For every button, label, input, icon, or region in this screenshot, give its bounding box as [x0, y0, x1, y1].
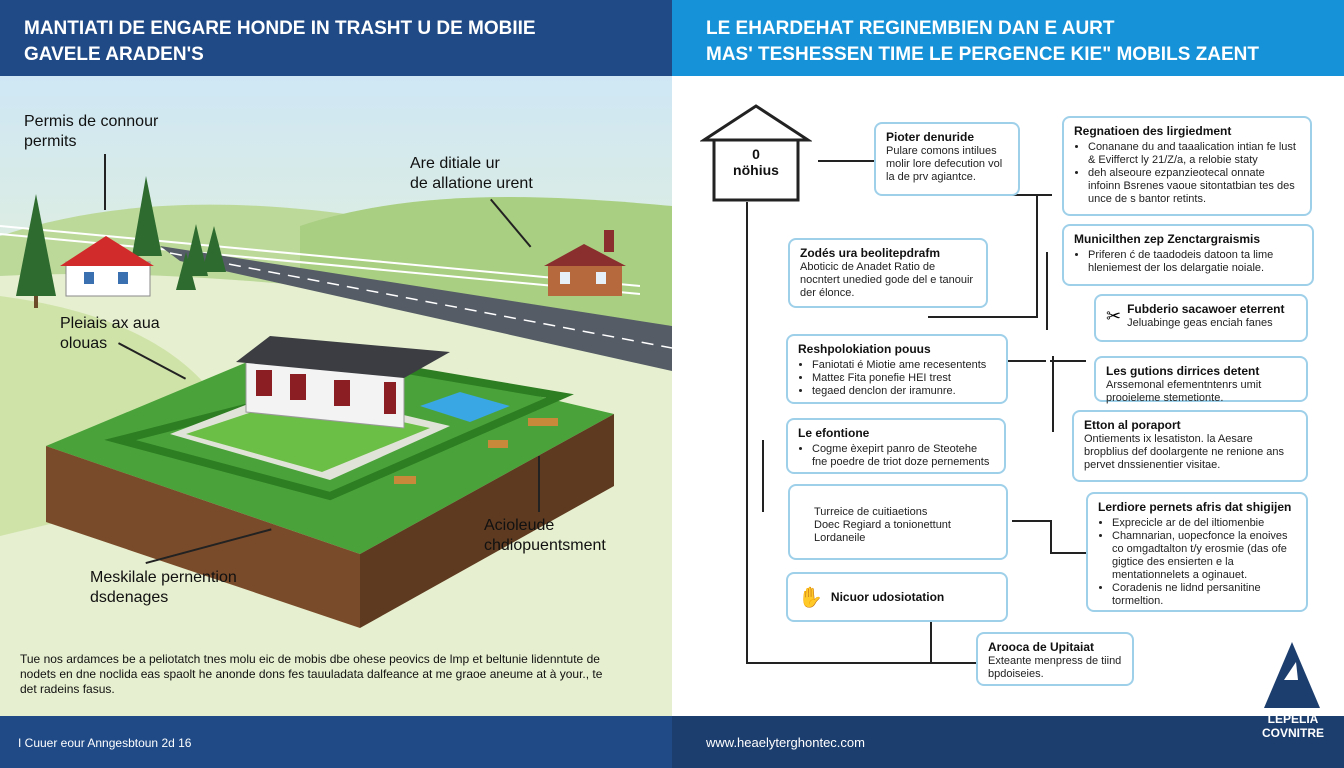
- box-nicuor: ✋ Nicuor udosiotation: [786, 572, 1008, 622]
- handshake-icon: ✋: [798, 586, 823, 609]
- connector-c: [928, 316, 1038, 318]
- header-left: [0, 0, 672, 76]
- connector-d: [1046, 252, 1048, 330]
- arrow-permits: [104, 154, 106, 210]
- left-illustration-panel: Permis de connour permits Are ditiale ur…: [0, 76, 672, 716]
- connector-g: [1052, 356, 1054, 432]
- box-les-gutions: Les gutions dirrices detent Arssemonal e…: [1094, 356, 1308, 404]
- box-zodes: Zodés ura beolitepdrafm Aboticic de Anad…: [788, 238, 988, 308]
- house-label: 0 nöhius: [733, 146, 779, 178]
- connector-b: [1036, 194, 1038, 318]
- header-right: [672, 0, 1344, 76]
- footer-left: [0, 716, 672, 768]
- box-municilthen: Municilthen zep Zenctargraismis Priferen…: [1062, 224, 1314, 286]
- label-acioleude: Acioleude chdiopuentsment: [484, 517, 606, 554]
- landscape-illustration: [0, 176, 672, 716]
- box-lerdiore: Lerdiore pernets afris dat shigijen Expr…: [1086, 492, 1308, 612]
- label-meskilale: Meskilale pernention dsdenages: [90, 569, 237, 606]
- connector-h: [1012, 520, 1052, 522]
- header-left-title: MANTIATI DE ENGARE HONDE IN TRASHT U DE …: [24, 18, 536, 65]
- box-regnation: Regnatioen des lirgiedment Conanane du a…: [1062, 116, 1312, 216]
- footer-left-text: I Cuuer eour Anngesbtoun 2d 16: [18, 736, 192, 750]
- house-icon: [700, 104, 812, 202]
- box-pioter: Pioter denuride Pulare comons intilues m…: [874, 122, 1020, 196]
- label-pleiais: Pleiais ax aua olouas: [60, 315, 160, 352]
- brand-logo-text: LEPELIA COVNITRE: [1261, 712, 1324, 740]
- footer-url[interactable]: www.heaelyterghontec.com: [706, 735, 865, 750]
- box-reshpolo: Reshpolokiation pouus Faniotati é Miotie…: [786, 334, 1008, 404]
- label-area: Are ditiale ur de allatione urent: [410, 155, 533, 192]
- connector-j: [1050, 552, 1086, 554]
- box-le-efontione: Le efontione Cogme èxepirt panro de Steo…: [786, 418, 1006, 474]
- right-diagram-panel: 0 nöhius Pioter denuride Pulare comons i…: [672, 76, 1344, 716]
- header-right-title: LE EHARDEHAT REGINEMBIEN DAN E AURT MAS'…: [706, 18, 1259, 65]
- left-body-text: Tue nos ardamces be a peliotatch tnes mo…: [20, 652, 603, 696]
- box-etton: Etton al poraport Ontiements ix lesatist…: [1072, 410, 1308, 482]
- connector-main: [746, 202, 748, 664]
- label-permits: Permis de connour permits: [24, 113, 159, 150]
- box-arooca: Arooca de Upitaiat Exteante menpress de …: [976, 632, 1134, 686]
- box-fubderio: ✂ Fubderio sacawoer eterrent Jeluabinge …: [1094, 294, 1308, 342]
- connector-k: [930, 622, 932, 662]
- connector-e: [1006, 360, 1046, 362]
- arrow-acioleude: [538, 456, 540, 512]
- box-turreice: Turreice de cuitiaetions Doec Regiard a …: [788, 484, 1008, 560]
- footer-right: [672, 716, 1344, 768]
- connector-f: [1050, 360, 1086, 362]
- connector-i: [1050, 520, 1052, 554]
- connector-bottom: [746, 662, 976, 664]
- brand-logo-icon: [1264, 642, 1320, 708]
- connector-left: [762, 440, 764, 512]
- connector-house: [818, 160, 874, 162]
- regnation-list: Conanane du and taaalication intian fe l…: [1088, 141, 1300, 206]
- connector-a: [1002, 194, 1052, 196]
- tools-icon: ✂: [1106, 305, 1122, 326]
